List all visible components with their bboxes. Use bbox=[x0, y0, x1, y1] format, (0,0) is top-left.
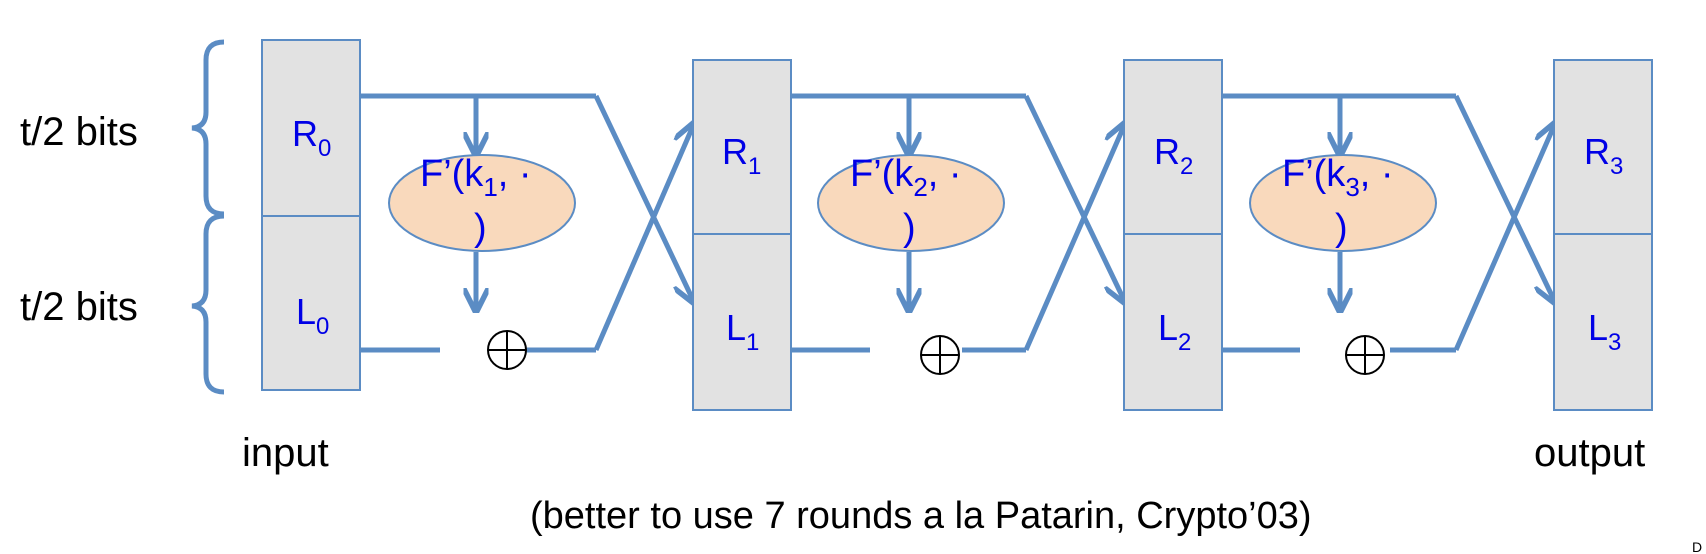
xor-3 bbox=[1345, 335, 1385, 375]
round-function-3-label: F’(k3, · bbox=[1282, 153, 1394, 202]
caption: (better to use 7 rounds a la Patarin, Cr… bbox=[530, 495, 1312, 537]
input-label: input bbox=[242, 431, 329, 475]
round-function-3-ellipse bbox=[1249, 154, 1437, 252]
register-l2-box bbox=[1123, 233, 1223, 411]
register-l0-label: L0 bbox=[296, 291, 329, 340]
round-function-1-ellipse bbox=[388, 154, 576, 252]
top-half-label: t/2 bits bbox=[20, 110, 138, 154]
register-l0-box bbox=[261, 215, 361, 391]
round-function-3: F’(k3, · ) bbox=[1249, 153, 1437, 252]
output-label: output bbox=[1534, 431, 1645, 475]
register-l3-box bbox=[1553, 233, 1653, 411]
bottom-half-label: t/2 bits bbox=[20, 285, 138, 329]
round-3-wires bbox=[1222, 93, 1554, 353]
register-r0-label: R0 bbox=[292, 113, 331, 162]
register-r1-label: R1 bbox=[722, 131, 761, 180]
register-l3-label: L3 bbox=[1588, 307, 1621, 356]
register-r2-box bbox=[1123, 59, 1223, 235]
round-1-wires bbox=[360, 93, 693, 353]
xor-1 bbox=[487, 330, 527, 370]
register-3: R3 L3 bbox=[1553, 59, 1653, 411]
xor-2 bbox=[920, 335, 960, 375]
round-function-2-close: ) bbox=[903, 207, 916, 249]
round-function-2-ellipse bbox=[817, 154, 1005, 252]
round-function-1-label: F’(k1, · bbox=[420, 153, 532, 202]
register-2: R2 L2 bbox=[1123, 59, 1223, 411]
register-0: R0 L0 bbox=[261, 39, 361, 391]
register-1: R1 L1 bbox=[692, 59, 792, 411]
round-function-2: F’(k2, · ) bbox=[817, 153, 1005, 252]
round-function-1: F’(k1, · ) bbox=[388, 153, 576, 252]
register-r3-label: R3 bbox=[1584, 131, 1623, 180]
round-function-3-close: ) bbox=[1335, 207, 1348, 249]
register-l1-box bbox=[692, 233, 792, 411]
round-2-wires bbox=[791, 93, 1124, 353]
register-r3-box bbox=[1553, 59, 1653, 235]
round-function-1-close: ) bbox=[474, 207, 487, 249]
top-brace bbox=[191, 39, 225, 217]
register-r1-box bbox=[692, 59, 792, 235]
round-function-2-label: F’(k2, · bbox=[850, 153, 962, 202]
bottom-brace bbox=[191, 213, 225, 395]
register-r0-box bbox=[261, 39, 361, 217]
register-l1-label: L1 bbox=[726, 307, 759, 356]
register-r2-label: R2 bbox=[1154, 131, 1193, 180]
register-l2-label: L2 bbox=[1158, 307, 1191, 356]
corner-mark: D bbox=[1692, 539, 1702, 554]
